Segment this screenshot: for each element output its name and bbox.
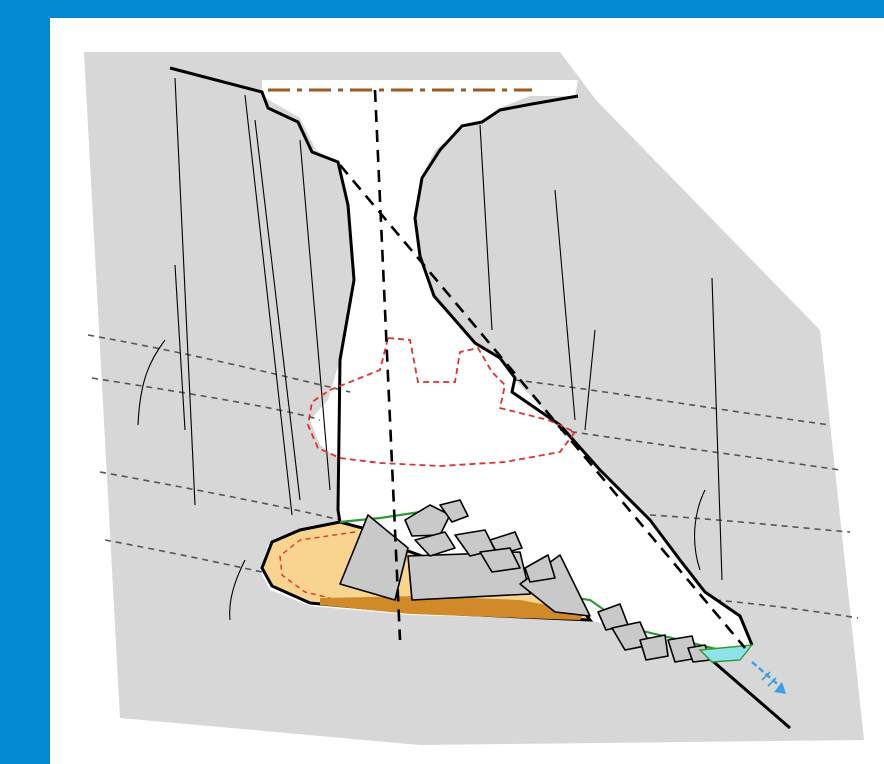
boulder-13 xyxy=(640,635,668,660)
